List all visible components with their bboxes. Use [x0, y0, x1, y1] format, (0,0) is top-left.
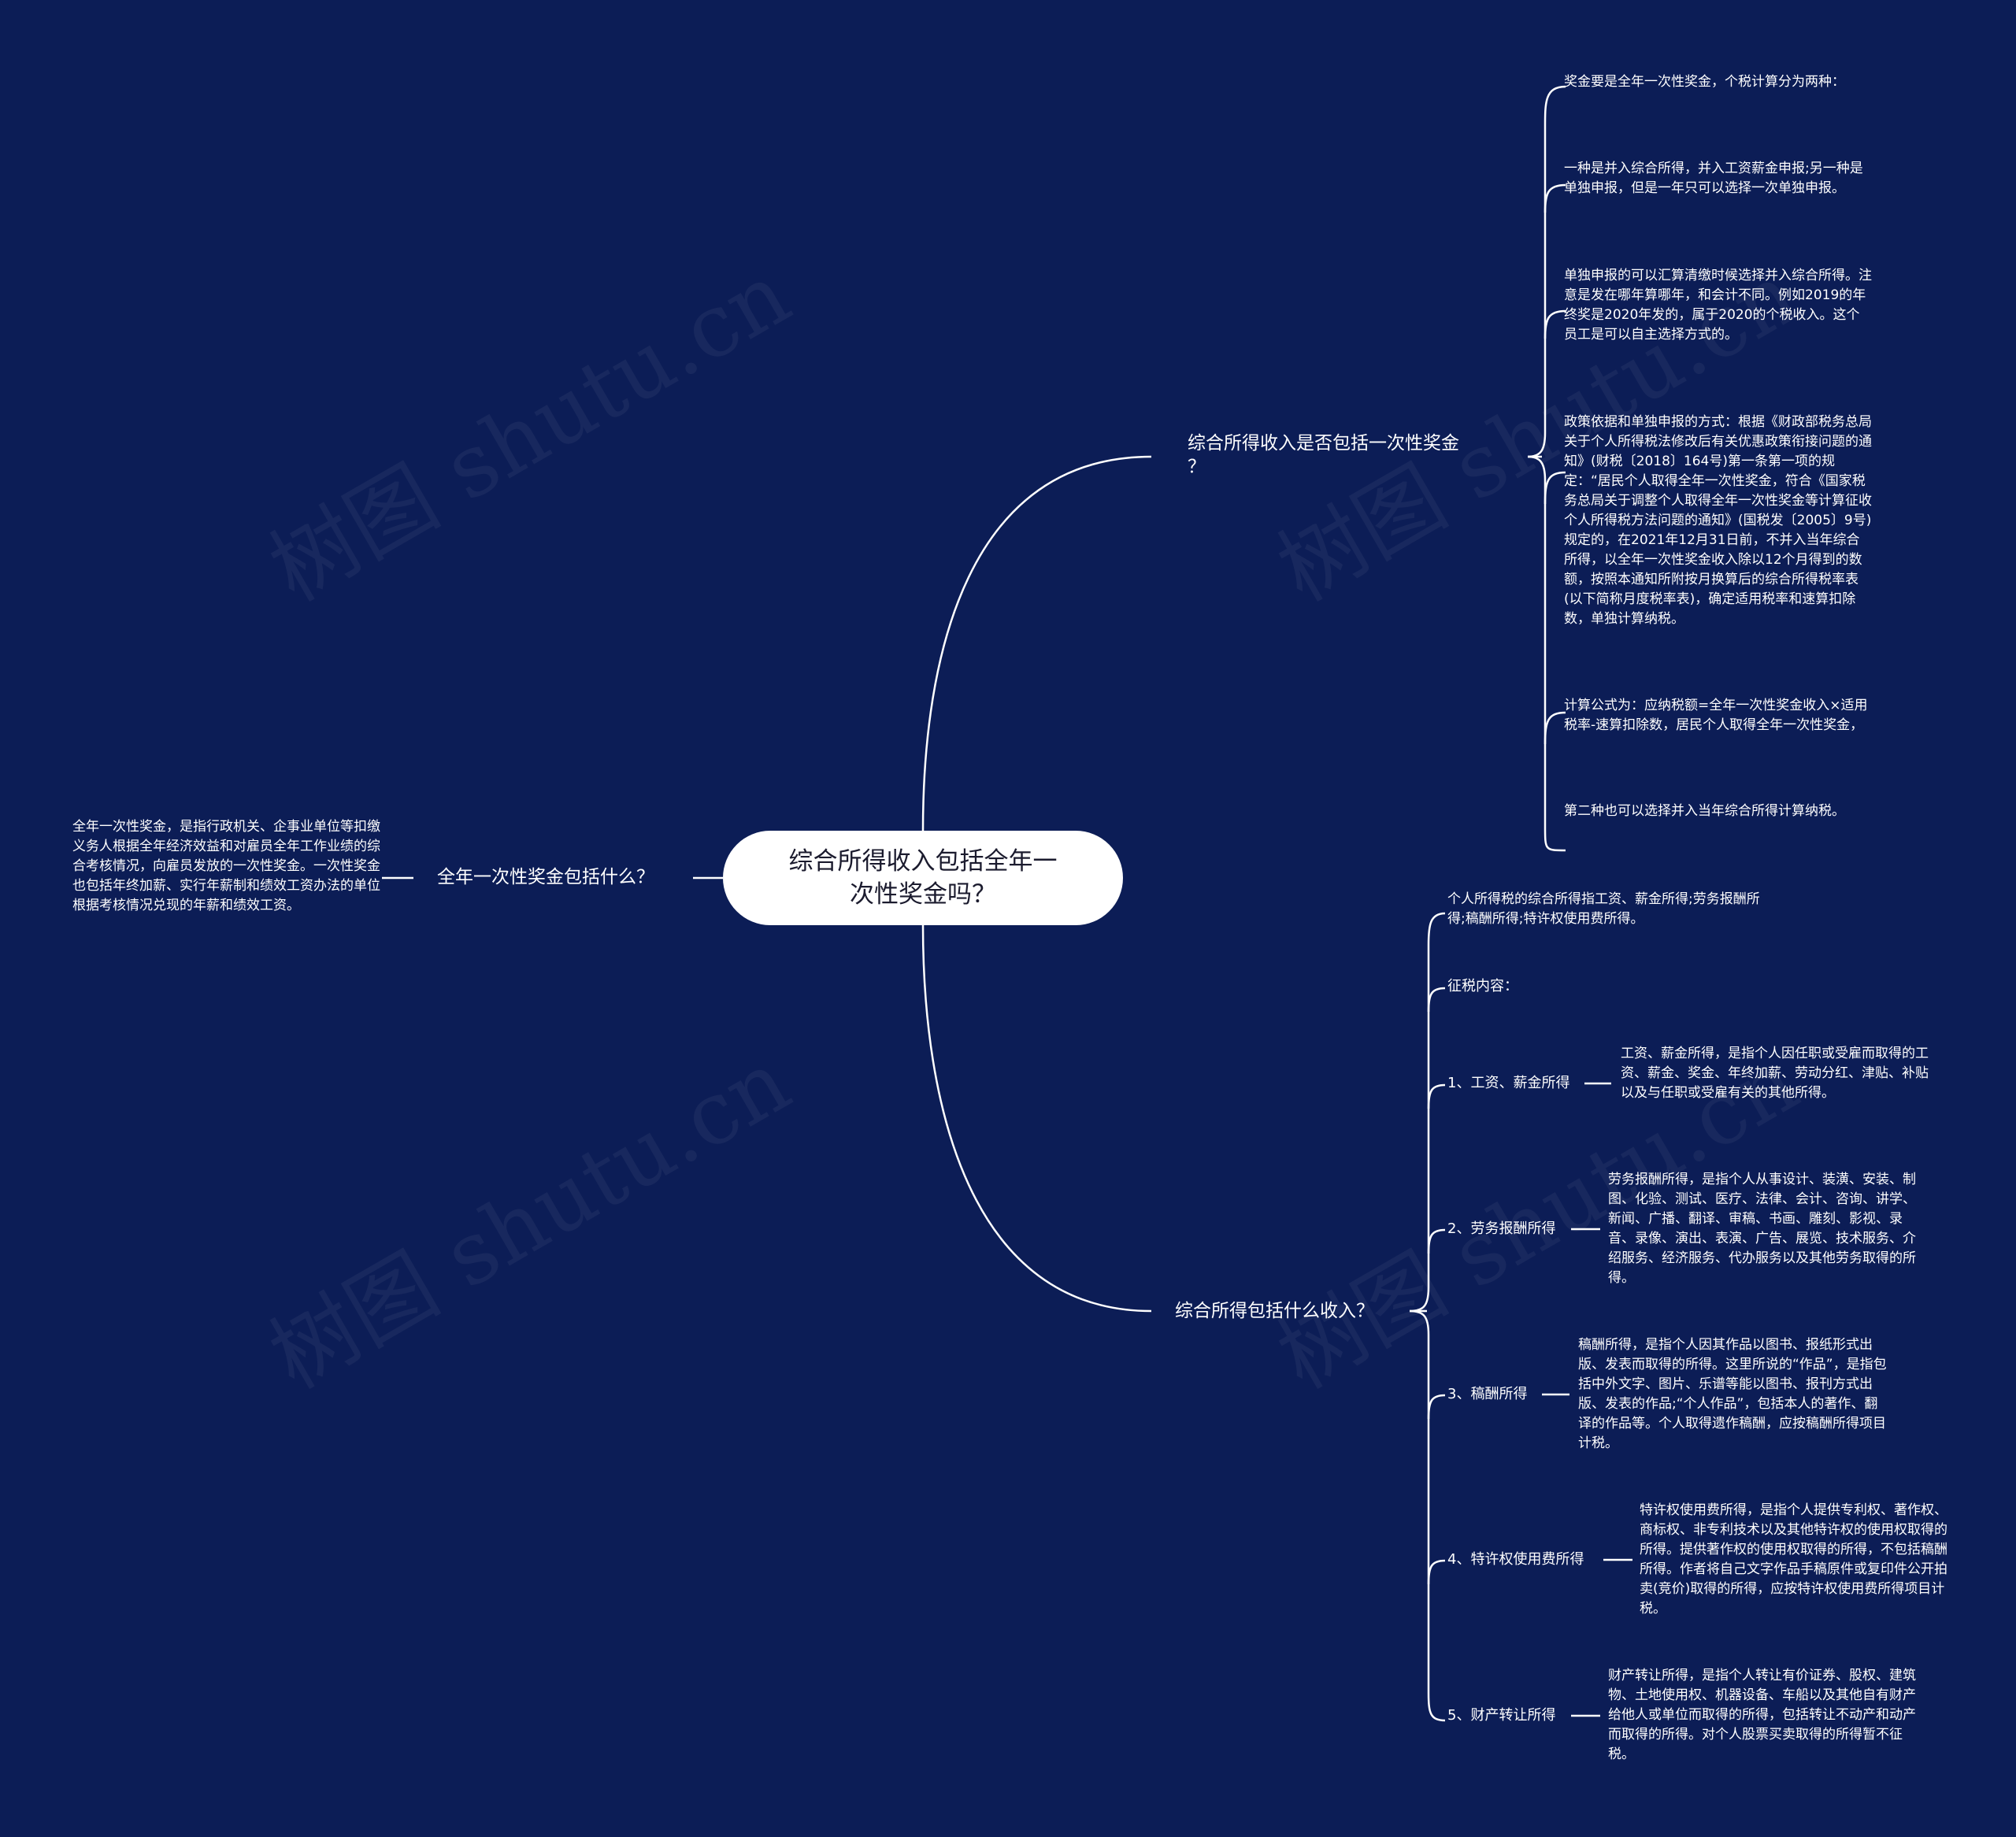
branch1-title-line2: ？: [1188, 457, 1206, 477]
brace-tick: [1427, 1083, 1446, 1109]
branch2-content-label: 征税内容：: [1447, 978, 1518, 994]
item5-description: 财产转让所得，是指个人转让有价证券、股权、建筑物、土地使用权、机器设备、车船以及…: [1608, 1668, 1916, 1762]
brace-tick: [1427, 1394, 1446, 1420]
brace-branch2: [1409, 912, 1446, 1722]
branch-left-title[interactable]: 全年一次性奖金包括什么？: [437, 867, 654, 887]
connector-root-branch2: [921, 924, 1152, 1313]
branch1-leaf-4: 政策依据和单独申报的方式：根据《财政部税务总局关于个人所得税法修改后有关优惠政策…: [1564, 414, 1872, 627]
connector-root-branch1: [921, 455, 1152, 831]
brace-tick: [1544, 183, 1566, 213]
branch2-intro: 个人所得税的综合所得指工资、薪金所得;劳务报酬所得;稿酬所得;特许权使用费所得。: [1447, 891, 1760, 927]
brace-tick: [1427, 987, 1446, 1013]
brace-tick: [1544, 471, 1566, 505]
brace-tick: [1544, 711, 1566, 745]
branch1-title[interactable]: 综合所得收入是否包括一次性奖金 ？: [1188, 431, 1459, 479]
branch1-leaf-3: 单独申报的可以汇算清缴时候选择并入综合所得。注意是发在哪年算哪年，和会计不同。例…: [1564, 268, 1872, 343]
brace-branch1: [1527, 85, 1566, 852]
root-node[interactable]: 综合所得收入包括全年一 次性奖金吗？: [723, 831, 1123, 925]
leaf-left-description: 全年一次性奖金，是指行政机关、企事业单位等扣缴义务人根据全年经济效益和对雇员全年…: [72, 819, 380, 913]
item4-description: 特许权使用费所得，是指个人提供专利权、著作权、商标权、非专利技术以及其他特许权的…: [1640, 1502, 1947, 1617]
item5-label[interactable]: 5、财产转让所得: [1447, 1707, 1556, 1724]
item4-label[interactable]: 4、特许权使用费所得: [1447, 1551, 1584, 1568]
root-title-line2: 次性奖金吗？: [850, 880, 996, 909]
branch1-title-line1: 综合所得收入是否包括一次性奖金: [1188, 433, 1459, 454]
item2-label[interactable]: 2、劳务报酬所得: [1447, 1220, 1556, 1237]
brace-tick: [1427, 1228, 1446, 1254]
root-title-line1: 综合所得收入包括全年一: [788, 847, 1058, 876]
branch1-leaf-5: 计算公式为：应纳税额=全年一次性奖金收入×适用税率-速算扣除数，居民个人取得全年…: [1564, 698, 1868, 733]
branch1-leaf-2: 一种是并入综合所得，并入工资薪金申报;另一种是单独申报，但是一年只可以选择一次单…: [1564, 161, 1863, 196]
branch2-title[interactable]: 综合所得包括什么收入？: [1175, 1301, 1374, 1321]
brace-tick: [1427, 1559, 1446, 1585]
item1-label[interactable]: 1、工资、薪金所得: [1447, 1075, 1570, 1091]
brace-tick: [1544, 309, 1566, 339]
item3-label[interactable]: 3、稿酬所得: [1447, 1386, 1528, 1402]
item2-description: 劳务报酬所得，是指个人从事设计、装潢、安装、制图、化验、测试、医疗、法律、会计、…: [1608, 1172, 1916, 1286]
branch1-leaf-1: 奖金要是全年一次性奖金，个税计算分为两种：: [1564, 74, 1845, 90]
item1-description: 工资、薪金所得，是指个人因任职或受雇而取得的工资、薪金、奖金、年终加薪、劳动分红…: [1621, 1046, 1929, 1101]
item3-description: 稿酬所得，是指个人因其作品以图书、报纸形式出版、发表而取得的所得。这里所说的“作…: [1578, 1337, 1887, 1451]
branch1-leaf-6: 第二种也可以选择并入当年综合所得计算纳税。: [1564, 803, 1845, 819]
